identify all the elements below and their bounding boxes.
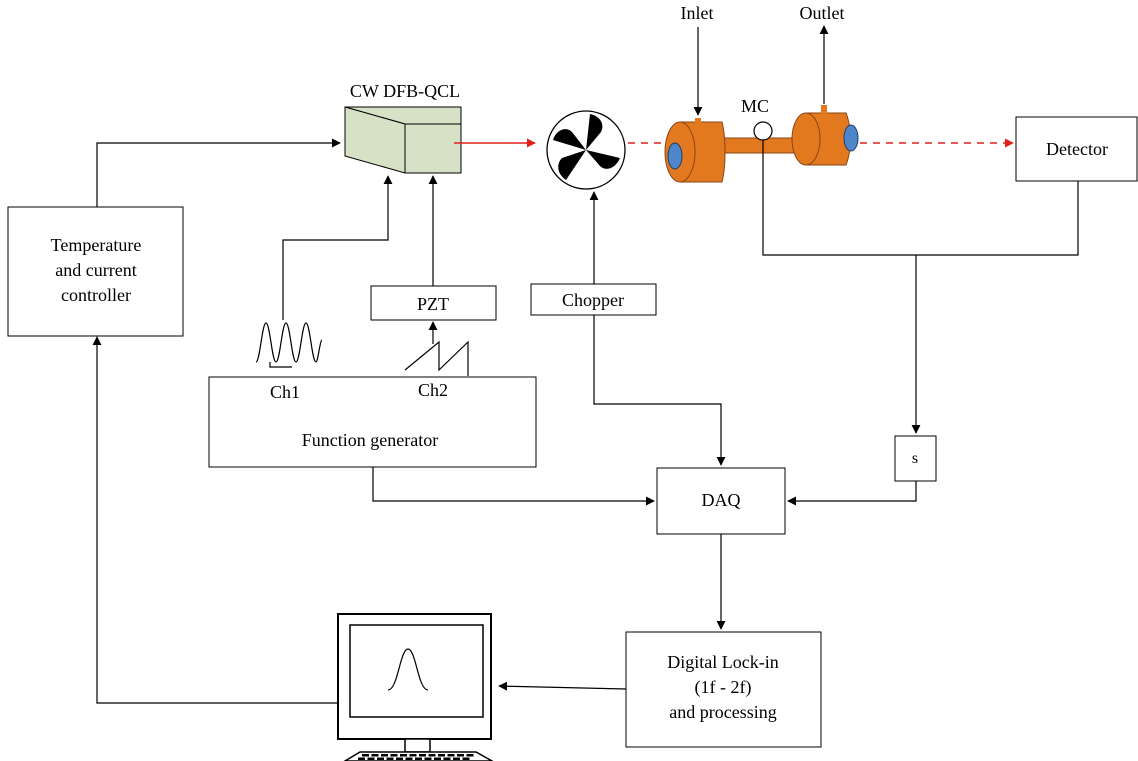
detector-label: Detector: [1046, 139, 1108, 159]
mc-detector-bus-wire: [762, 140, 1079, 256]
keyboard-key: [443, 757, 451, 760]
keyboard-key: [419, 754, 426, 757]
fg-to-daq-wire: [372, 467, 655, 506]
temp-controller-label-2: and current: [55, 260, 136, 280]
keyboard-key: [453, 757, 460, 760]
chopper-box: Chopper: [530, 283, 657, 316]
keyboard-key: [457, 754, 464, 757]
ch1-to-laser-wire: [282, 175, 393, 320]
inlet-label: Inlet: [681, 3, 714, 23]
s-label: s: [912, 450, 918, 467]
keyboard-key: [447, 754, 455, 757]
daq-label: DAQ: [702, 490, 741, 510]
function-generator-label: Function generator: [302, 430, 438, 450]
mc-label: MC: [741, 96, 769, 116]
sawtooth-wave-icon: [404, 340, 469, 376]
ch1-marker: [269, 362, 292, 368]
keyboard-key: [367, 757, 375, 760]
keyboard-key: [409, 754, 417, 757]
controller-to-laser-wire: [96, 138, 341, 207]
keyboard-key: [415, 757, 422, 760]
function-generator-box: Ch1 Ch2 Function generator: [208, 376, 537, 468]
chopper-label: Chopper: [562, 290, 624, 310]
keyboard-key: [428, 754, 436, 757]
laser-label: CW DFB-QCL: [350, 81, 460, 101]
ch1-label: Ch1: [270, 382, 300, 402]
keyboard-key: [390, 754, 398, 757]
outlet-label: Outlet: [800, 3, 845, 23]
computer-icon: [337, 613, 494, 761]
pzt-box: PZT: [370, 285, 497, 321]
gas-cell-icon: [664, 105, 859, 183]
keyboard-key: [381, 754, 388, 757]
microphone-icon: [753, 121, 773, 141]
detector-box: Detector: [1015, 116, 1138, 182]
pzt-label: PZT: [417, 294, 449, 314]
computer-to-controller-wire: [92, 336, 337, 704]
keyboard-key: [466, 754, 474, 757]
s-to-daq-wire: [787, 481, 917, 506]
keyboard-key: [396, 757, 403, 760]
lockin-label-2: (1f - 2f): [695, 677, 752, 698]
ch2-label: Ch2: [418, 380, 448, 400]
laser-icon: [344, 106, 462, 174]
keyboard-key: [362, 754, 369, 757]
daq-box: DAQ: [656, 467, 786, 535]
chopper-to-daq-wire: [593, 315, 726, 466]
temp-controller-label-1: Temperature: [51, 235, 142, 255]
lockin-box: Digital Lock-in (1f - 2f) and processing: [625, 631, 822, 748]
keyboard-key: [358, 757, 365, 760]
lockin-to-computer-wire: [498, 681, 627, 691]
lockin-label-1: Digital Lock-in: [667, 652, 778, 672]
keyboard-key: [434, 757, 441, 760]
keyboard-key: [400, 754, 407, 757]
keyboard-key: [371, 754, 379, 757]
temperature-controller-box: Temperature and current controller: [7, 206, 184, 337]
keyboard-key: [386, 757, 394, 760]
keyboard-key: [438, 754, 445, 757]
temp-controller-label-3: controller: [61, 285, 131, 305]
keyboard-key: [462, 757, 470, 760]
lockin-label-3: and processing: [669, 702, 776, 722]
keyboard-key: [424, 757, 432, 760]
chopper-wheel-icon: [546, 110, 626, 190]
keyboard-key: [377, 757, 384, 760]
s-box: s: [894, 435, 937, 482]
keyboard-key: [405, 757, 413, 760]
sine-wave-icon: [255, 322, 323, 363]
